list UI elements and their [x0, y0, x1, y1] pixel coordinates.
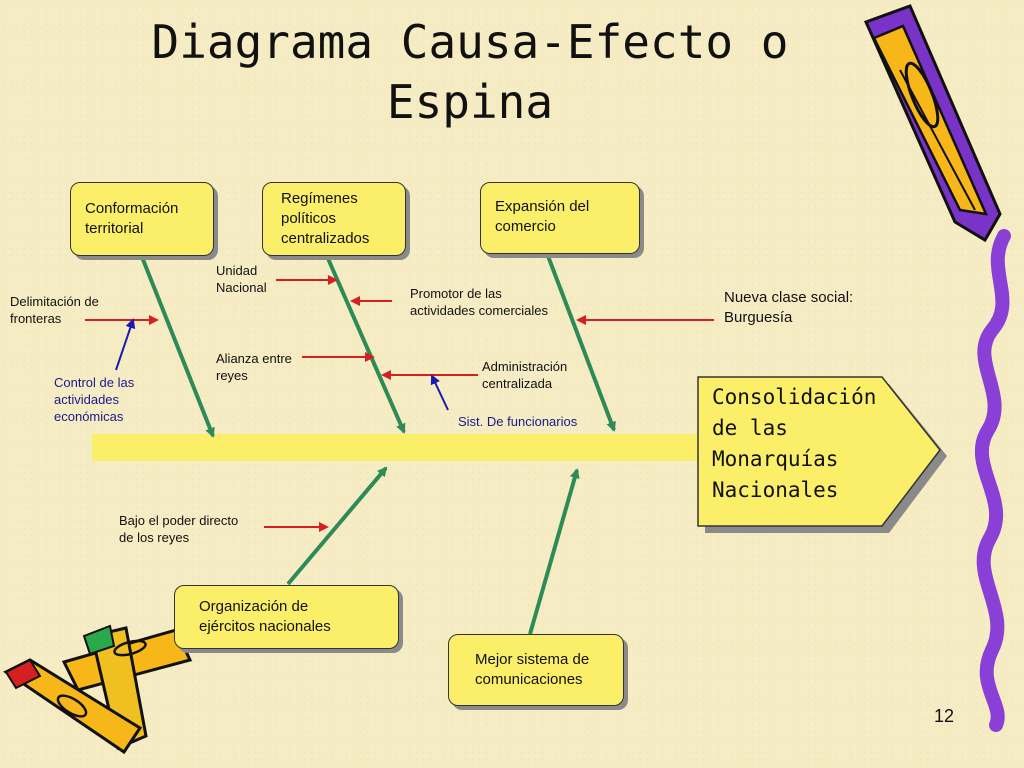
- cause-alianza-reyes: Alianza entre reyes: [216, 351, 292, 383]
- subcause-sistema-funcionarios: Sist. De funcionarios: [458, 414, 578, 429]
- category-sistema-comunicaciones: Mejor sistema de comunicaciones: [448, 634, 624, 706]
- arrow-control: [115, 318, 136, 371]
- arrow-funcionarios: [430, 374, 449, 411]
- effect-consolidacion-monarquias: Consolidación de las Monarquías Nacional…: [712, 385, 877, 502]
- category-organizacion-ejercitos: Organización de ejércitos nacionales: [174, 585, 399, 649]
- crayons-icon: [3, 624, 193, 755]
- cause-nueva-clase-burguesia: Nueva clase social: Burguesía: [724, 289, 854, 326]
- cause-promotor-comercio: Promotor de las actividades comerciales: [410, 286, 549, 318]
- cause-delimitacion-fronteras: Delimitación de fronteras: [10, 294, 99, 326]
- wavy-ribbon-icon: [975, 229, 1011, 732]
- bone-conformacion: [140, 256, 215, 438]
- pencil-icon: [863, 4, 1002, 243]
- subcause-control-actividades: Control de las actividades económicas: [54, 375, 135, 424]
- cause-administracion-centralizada: Administración centralizada: [482, 359, 568, 391]
- cause-unidad-nacional: Unidad Nacional: [216, 263, 267, 295]
- category-regimenes-politicos: Regímenes políticos centralizados: [262, 182, 406, 256]
- cause-bajo-poder-reyes: Bajo el poder directo de los reyes: [119, 513, 239, 545]
- slide-title: Diagrama Causa-Efecto o Espina: [151, 15, 789, 129]
- bone-ejercitos: [286, 466, 388, 586]
- bone-regimenes: [324, 253, 406, 434]
- category-expansion-comercio: Expansión del comercio: [480, 182, 640, 254]
- category-conformacion-territorial: Conformación territorial: [70, 182, 214, 256]
- fish-spine: [92, 434, 702, 461]
- effect-head: [697, 376, 947, 533]
- page-number: 12: [934, 706, 955, 726]
- bone-comunicaciones: [528, 468, 580, 635]
- bone-expansion: [546, 255, 616, 432]
